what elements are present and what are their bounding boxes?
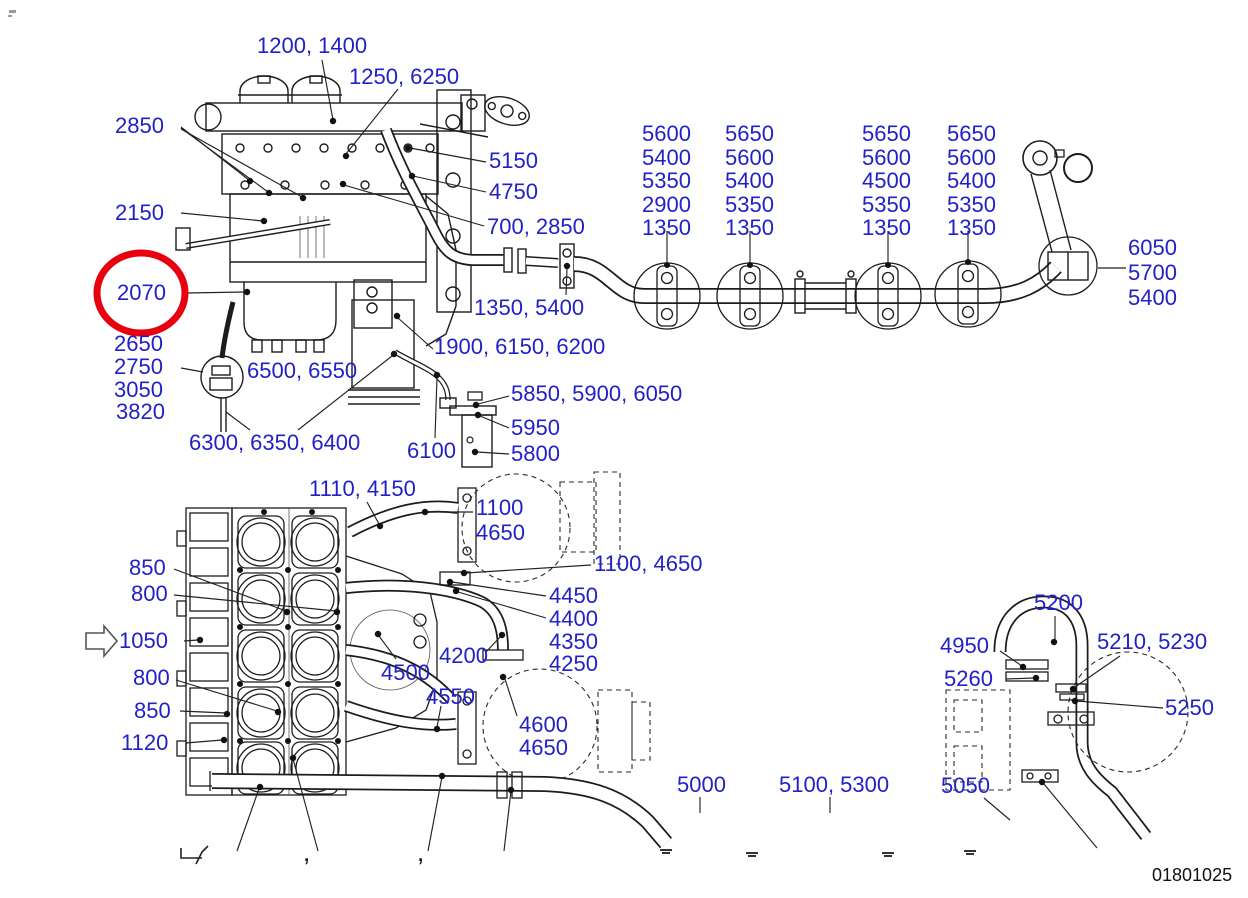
- part-number: 5400: [947, 168, 996, 193]
- callout-1050: 1050: [119, 628, 168, 653]
- callout-1900-6150-6200: 1900, 6150, 6200: [434, 334, 606, 359]
- lower-engine-drawing: [176, 471, 673, 849]
- highlight-circle: [93, 249, 189, 337]
- part-number: 1350: [642, 215, 691, 240]
- leader-dots: [196, 117, 1079, 794]
- cutoff-fragments: , ,: [180, 837, 976, 867]
- callout-850-lower: 850: [134, 698, 171, 723]
- callout-4600: 4600: [519, 712, 568, 737]
- callout-4200: 4200: [439, 643, 488, 668]
- callout-6100: 6100: [407, 438, 456, 463]
- part-number: 5400: [725, 168, 774, 193]
- callout-2850: 2850: [115, 113, 164, 138]
- clamp-column-2: 5650 5600 5400 5350 1350: [725, 122, 774, 240]
- callout-800-upper: 800: [131, 581, 168, 606]
- leader-lines: [173, 59, 1164, 852]
- part-number: 5600: [862, 144, 911, 170]
- callout-3050: 3050: [114, 377, 163, 402]
- part-number: 5400: [1128, 285, 1177, 310]
- callout-2070-highlighted: 2070: [117, 280, 166, 305]
- callout-1110-4150: 1110, 4150: [309, 476, 416, 501]
- svg-text:,: ,: [303, 837, 310, 867]
- scan-artifact: [8, 10, 16, 17]
- part-number: 1350: [947, 215, 996, 240]
- pointer-arrow-icon: [85, 623, 119, 659]
- callout-4350: 4350: [549, 629, 598, 654]
- part-number: 5350: [862, 191, 911, 217]
- part-number: 5650: [725, 121, 774, 146]
- callout-5950: 5950: [511, 415, 560, 440]
- clamp-column-3: 5650 5600 4500 5350 1350: [862, 122, 911, 240]
- callout-4450: 4450: [549, 583, 598, 608]
- part-number: 2900: [642, 191, 691, 217]
- callout-4250: 4250: [549, 651, 598, 676]
- callout-1200-1400: 1200, 1400: [257, 33, 368, 58]
- part-number: 5350: [947, 191, 996, 217]
- callout-5000: 5000: [677, 772, 726, 797]
- downpipe-drawing: [380, 127, 575, 289]
- callout-junction-stack: 6050 5700 5400: [1128, 235, 1177, 310]
- callout-5800: 5800: [511, 441, 560, 466]
- callout-700-2850: 700, 2850: [487, 214, 585, 239]
- callout-5210-5230: 5210, 5230: [1097, 629, 1208, 654]
- part-number: 4500: [862, 168, 911, 193]
- part-number: 5650: [862, 121, 911, 146]
- callout-1120: 1120: [121, 730, 169, 755]
- part-number: 5700: [1128, 260, 1177, 285]
- callout-6500-6550: 6500, 6550: [247, 358, 358, 383]
- cylinders: [236, 515, 340, 795]
- callout-850-upper: 850: [129, 555, 166, 580]
- part-number: 5600: [947, 144, 996, 170]
- callout-5100-5300: 5100, 5300: [779, 772, 890, 797]
- callout-800-lower: 800: [133, 665, 170, 690]
- callout-5250: 5250: [1165, 695, 1214, 720]
- part-number: 5600: [725, 144, 774, 170]
- callout-5200: 5200: [1034, 590, 1083, 615]
- callout-5050: 5050: [941, 773, 990, 798]
- callout-inlet-stack: 1100 4650: [476, 495, 525, 545]
- doc-number: 01801025: [1152, 865, 1233, 885]
- part-number: 1350: [725, 215, 774, 240]
- callout-4950: 4950: [940, 633, 989, 658]
- part-number: 5600: [642, 121, 691, 146]
- clamp-column-1: 5600 5400 5350 2900 1350: [642, 122, 691, 240]
- callout-2750: 2750: [114, 354, 163, 379]
- callout-4650: 4650: [519, 735, 568, 760]
- callout-4750: 4750: [489, 179, 538, 204]
- callout-1350-5400: 1350, 5400: [474, 295, 585, 320]
- callout-1100-4650: 1100, 4650: [594, 551, 703, 576]
- part-number: 5650: [947, 121, 996, 146]
- callout-2150: 2150: [115, 200, 164, 225]
- callout-4550: 4550: [426, 684, 475, 709]
- callout-5150: 5150: [489, 148, 538, 173]
- callout-5260: 5260: [944, 666, 993, 691]
- callout-4500: 4500: [381, 660, 430, 685]
- callout-2650: 2650: [114, 331, 163, 356]
- callout-3820: 3820: [116, 399, 165, 424]
- callout-4400: 4400: [549, 606, 598, 631]
- clamp-pipe-drawing: [573, 140, 1098, 330]
- upper-engine-drawing: [175, 75, 530, 432]
- part-number: 6050: [1128, 235, 1177, 260]
- callout-1250-6250: 1250, 6250: [349, 64, 460, 89]
- part-number: 5400: [642, 144, 691, 170]
- part-number: 1100: [476, 495, 524, 520]
- svg-text:,: ,: [417, 837, 424, 867]
- part-number: 1350: [862, 215, 911, 240]
- part-number: 5350: [642, 168, 691, 193]
- part-number: 5350: [725, 191, 774, 217]
- clamp-column-4: 5650 5600 5400 5350 1350: [947, 122, 996, 240]
- part-number: 4650: [476, 520, 525, 545]
- callout-6300-6350-6400: 6300, 6350, 6400: [189, 430, 361, 455]
- callout-5850-5900-6050: 5850, 5900, 6050: [511, 381, 683, 406]
